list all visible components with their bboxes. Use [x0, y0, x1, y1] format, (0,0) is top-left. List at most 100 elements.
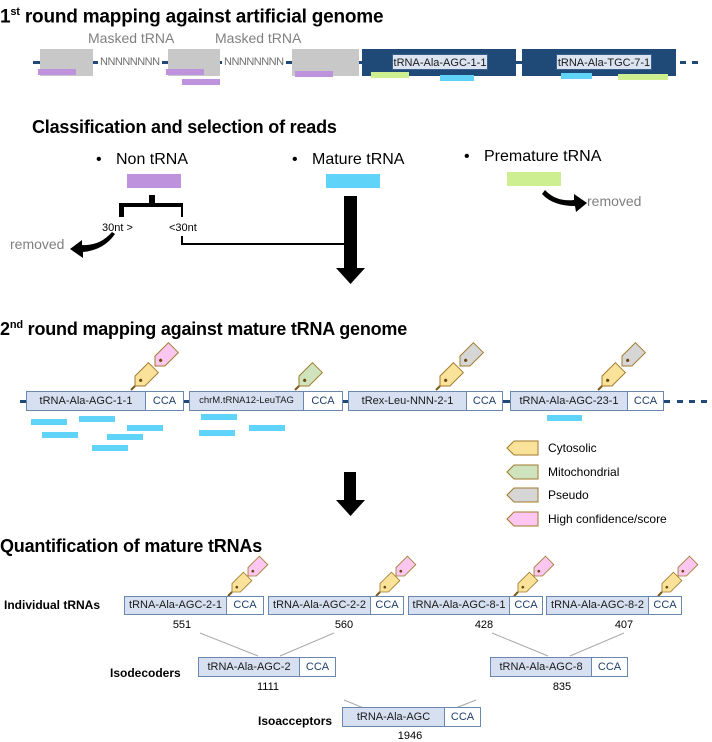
- isodecoder: tRNA-Ala-AGC-8 CCA: [490, 657, 628, 677]
- bracket-stem: [149, 195, 155, 205]
- read-non-trna: [166, 69, 204, 75]
- title-number: 1: [0, 6, 11, 28]
- connector-line: [491, 632, 549, 657]
- mitochondrial-tag-icon: [298, 361, 324, 387]
- read-count: 428: [474, 619, 494, 631]
- individual-trna: tRNA-Ala-AGC-2-1 CCA: [124, 596, 264, 615]
- premature-trna-swatch: [507, 172, 561, 186]
- tag-stem: [130, 385, 136, 391]
- genome-gene-block: tRNA-Ala-TGC-7-1: [522, 49, 676, 76]
- read-mature-trna: [561, 73, 592, 79]
- read-mature-trna: [547, 415, 582, 421]
- title-number: 2: [0, 319, 10, 339]
- cca-tail: CCA: [633, 395, 658, 407]
- track-continuation-dash: [677, 400, 683, 403]
- cca-tail: CCA: [472, 395, 497, 407]
- bracket-right-leg: [181, 203, 183, 217]
- cca-tail: CCA: [653, 599, 677, 611]
- pseudo-tag-icon: [621, 341, 647, 367]
- tag-stem: [597, 385, 603, 391]
- read-premature-trna: [371, 72, 409, 78]
- mitochondrial-tag-icon: [506, 464, 539, 480]
- gene-label: tRNA-Ala-TGC-7-1: [556, 54, 652, 70]
- cca-tail: CCA: [597, 661, 622, 673]
- cca-tail: CCA: [233, 599, 257, 611]
- mature-arrow-head: [336, 268, 365, 284]
- read-mature-trna: [127, 425, 163, 431]
- flow-arrows: [70, 190, 587, 284]
- legend-mitochondrial: Mitochondrial: [506, 464, 619, 480]
- row-label-isodecoders: Isodecoders: [110, 666, 181, 680]
- gene-name: chrM.tRNA12-LeuTAG: [190, 392, 304, 410]
- mature-gene: tRex-Leu-NNN-2-1 CCA: [348, 391, 503, 411]
- title-text: round mapping against artificial genome: [19, 6, 384, 28]
- mature-gene: tRNA-Ala-AGC-23-1 CCA: [510, 391, 664, 411]
- title-text: round mapping against mature tRNA genome: [22, 319, 408, 339]
- mature-gene: tRNA-Ala-AGC-1-1 CCA: [26, 391, 184, 411]
- read-non-trna: [38, 69, 76, 75]
- high-confidence-tag-icon: [247, 555, 269, 577]
- individual-trna: tRNA-Ala-AGC-8-1 CCA: [408, 596, 543, 615]
- isodecoder: tRNA-Ala-AGC-2 CCA: [198, 657, 336, 677]
- n-spacer: NNNNNNNN: [98, 56, 162, 68]
- title-superscript: st: [10, 6, 20, 18]
- section-3-title: 2nd round mapping against mature tRNA ge…: [0, 319, 407, 340]
- category-label: Mature tRNA: [312, 151, 405, 168]
- high-confidence-tag-icon: [533, 555, 555, 577]
- cca-tail: CCA: [514, 599, 538, 611]
- connector-line: [569, 632, 625, 657]
- cytosolic-tag-icon: [439, 361, 465, 387]
- arrow-shaft: [344, 472, 356, 500]
- legend-high-confidence: High confidence/score: [506, 511, 667, 527]
- gene-name: tRNA-Ala-AGC-2: [199, 658, 300, 676]
- legend-label: Mitochondrial: [548, 465, 620, 479]
- read-mature-trna: [31, 419, 67, 425]
- gene-name: tRNA-Ala-AGC-2-2: [269, 597, 371, 614]
- gene-name: tRex-Leu-NNN-2-1: [349, 392, 467, 410]
- read-mature-trna: [107, 434, 143, 440]
- gene-name: tRNA-Ala-AGC-8-2: [547, 597, 649, 614]
- cytosolic-tag-icon: [601, 361, 627, 387]
- tag-stem: [294, 385, 300, 391]
- long-read-label: 30nt >: [102, 222, 133, 234]
- cca-tail: CCA: [305, 661, 330, 673]
- read-count: 1111: [256, 681, 280, 693]
- removed-arrow-right: [542, 190, 587, 212]
- track-continuation-dash: [701, 400, 707, 403]
- read-count: 407: [614, 619, 634, 631]
- high-confidence-tag-icon: [395, 555, 417, 577]
- mature-trna-swatch: [326, 174, 380, 188]
- gene-name: tRNA-Ala-AGC-8: [491, 658, 592, 676]
- row-label-isoacceptors: Isoacceptors: [258, 714, 333, 728]
- tag-stem: [375, 591, 381, 597]
- high-confidence-tag-icon: [677, 555, 699, 577]
- category-mature-trna: •Mature tRNA: [292, 151, 405, 168]
- bracket-left-leg: [119, 203, 124, 217]
- pseudo-tag-icon: [459, 341, 485, 367]
- legend-label: Pseudo: [548, 488, 589, 502]
- read-count: 1946: [397, 730, 423, 742]
- genome-gene-block: tRNA-Ala-AGC-1-1: [362, 49, 516, 76]
- gene-name: tRNA-Ala-AGC: [343, 708, 445, 726]
- cca-tail: CCA: [450, 711, 475, 723]
- category-premature-trna: •Premature tRNA: [464, 148, 602, 165]
- read-premature-trna: [618, 74, 668, 80]
- high-confidence-tag-icon: [506, 511, 539, 527]
- n-spacer: NNNNNNNN: [222, 56, 286, 68]
- cca-tail: CCA: [311, 395, 335, 407]
- individual-trna: tRNA-Ala-AGC-2-2 CCA: [268, 596, 404, 615]
- read-count: 835: [552, 681, 572, 693]
- cytosolic-tag-icon: [506, 440, 539, 456]
- row-label-individual: Individual tRNAs: [4, 598, 101, 612]
- short-read-connector: [181, 236, 346, 245]
- legend-label: High confidence/score: [548, 512, 667, 526]
- bracket-bar: [119, 203, 183, 207]
- track-continuation-dash: [680, 61, 686, 64]
- mature-arrow-shaft: [344, 196, 357, 268]
- section-4-title: Quantification of mature tRNAs: [0, 536, 263, 556]
- tag-stem: [435, 385, 441, 391]
- short-read-label: <30nt: [169, 222, 197, 234]
- title-superscript: nd: [9, 319, 23, 331]
- read-mature-trna: [79, 416, 115, 422]
